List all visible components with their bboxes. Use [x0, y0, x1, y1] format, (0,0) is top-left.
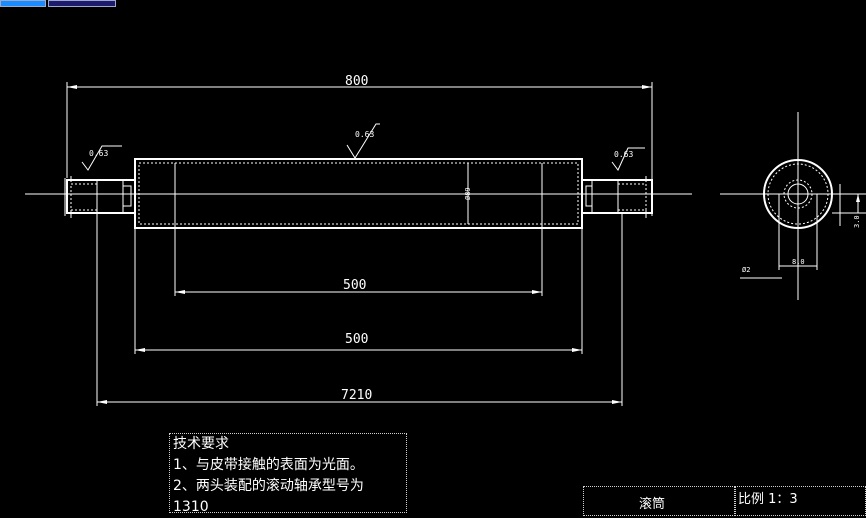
scale-label: 比例	[738, 492, 765, 507]
dim-label-bearing: 8.0	[792, 258, 805, 266]
toolbar-tab-navy[interactable]	[48, 0, 116, 7]
title-block-scale: 比例 1：3	[735, 486, 866, 516]
finish-label-left: 0.63	[89, 149, 108, 158]
left-bearing-hub	[64, 176, 136, 218]
dim-label-bore: Ø2	[742, 266, 750, 274]
side-view	[720, 112, 866, 300]
finish-label-center: 0.63	[355, 130, 374, 139]
dim-overall	[66, 82, 653, 178]
dim-label-diameter: Ø89	[464, 187, 472, 200]
technical-requirements: 技术要求 1、与皮带接触的表面为光面。 2、两头装配的滚动轴承型号为 1310	[169, 433, 407, 515]
tech-line-2: 2、两头装配的滚动轴承型号为	[173, 478, 364, 494]
finish-center	[346, 123, 380, 159]
dim-label-inner: 500	[343, 278, 366, 293]
tech-line-1: 1、与皮带接触的表面为光面。	[173, 457, 364, 473]
dim-shaft	[96, 213, 623, 406]
scale-value: 1：3	[768, 492, 798, 507]
dim-label-small: 3.0	[853, 215, 861, 228]
finish-label-right: 0.63	[614, 150, 633, 159]
dim-tube	[134, 228, 583, 354]
part-name: 滚筒	[639, 497, 666, 512]
dim-label-tube: 500	[345, 332, 368, 347]
dim-label-overall: 800	[345, 74, 368, 89]
title-block-name: 滚筒	[583, 486, 735, 516]
toolbar-tab-blue[interactable]	[0, 0, 46, 7]
tech-line-3: 1310	[173, 499, 209, 515]
finish-right	[611, 147, 645, 171]
tube-inner-outline	[138, 162, 579, 225]
finish-left	[81, 145, 122, 171]
dim-inner	[174, 224, 543, 296]
dim-label-shaft: 7210	[341, 388, 372, 403]
tech-title: 技术要求	[173, 436, 229, 452]
roller-drawing: 800 500 500 7210 Ø89 0.63 0.63 0.63 8.0 …	[25, 74, 866, 406]
right-bearing-hub	[581, 176, 653, 218]
